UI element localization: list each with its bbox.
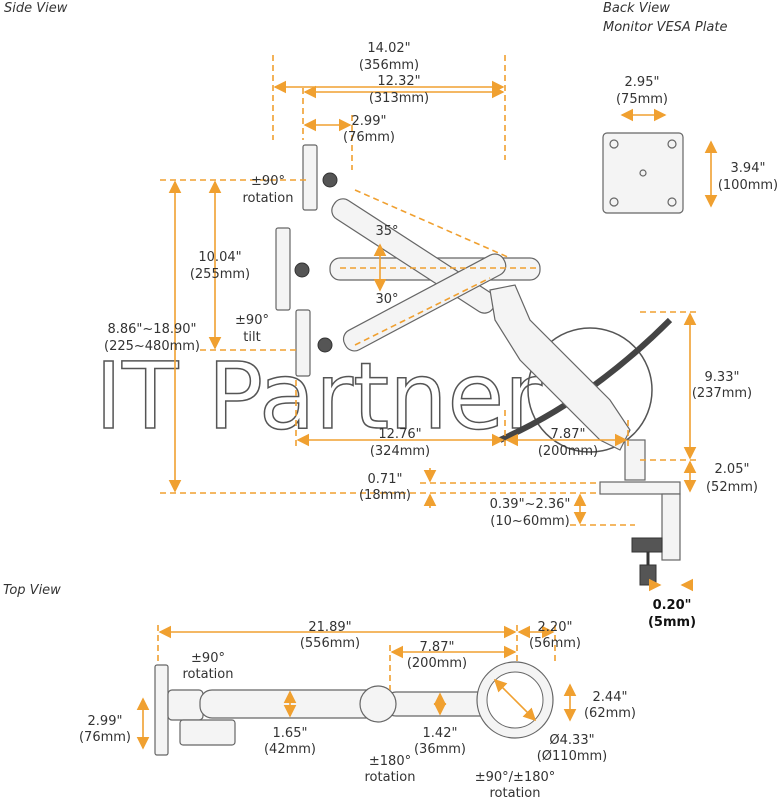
svg-text:rotation: rotation: [243, 191, 294, 206]
svg-text:rotation: rotation: [490, 786, 541, 800]
svg-text:(76mm): (76mm): [343, 130, 395, 145]
top-view-title: Top View: [3, 583, 61, 598]
svg-text:(56mm): (56mm): [529, 636, 581, 651]
svg-text:IT Partner: IT Partner: [95, 343, 542, 450]
back-view: Back View Monitor VESA Plate 2.95" (75mm…: [603, 1, 778, 193]
svg-text:(62mm): (62mm): [584, 706, 636, 721]
svg-text:2.44": 2.44": [593, 690, 628, 705]
top-view-labels: 21.89" (556mm) 2.20" (56mm) 7.87" (200mm…: [79, 620, 636, 800]
svg-text:Monitor VESA Plate: Monitor VESA Plate: [603, 20, 727, 35]
svg-text:(237mm): (237mm): [692, 386, 752, 401]
svg-text:Ø4.33": Ø4.33": [549, 733, 594, 748]
svg-text:2.20": 2.20": [538, 620, 573, 635]
svg-text:(200mm): (200mm): [407, 656, 467, 671]
svg-text:±90°/±180°: ±90°/±180°: [475, 770, 556, 785]
svg-text:7.87": 7.87": [420, 640, 455, 655]
svg-text:(324mm): (324mm): [370, 444, 430, 459]
svg-text:10.04": 10.04": [198, 250, 241, 265]
svg-text:(5mm): (5mm): [648, 615, 696, 630]
svg-text:9.33": 9.33": [705, 370, 740, 385]
svg-text:(200mm): (200mm): [538, 444, 598, 459]
top-view-dimension-lines: [136, 625, 577, 750]
svg-text:1.42": 1.42": [423, 726, 458, 741]
side-view-title: Side View: [4, 1, 68, 16]
svg-text:(255mm): (255mm): [190, 267, 250, 282]
svg-text:(356mm): (356mm): [359, 58, 419, 73]
svg-text:1.65": 1.65": [273, 726, 308, 741]
svg-text:21.89": 21.89": [308, 620, 351, 635]
svg-text:2.99": 2.99": [352, 114, 387, 129]
svg-text:(225~480mm): (225~480mm): [104, 339, 200, 354]
svg-text:3.94": 3.94": [731, 161, 766, 176]
svg-text:(36mm): (36mm): [414, 742, 466, 757]
svg-text:2.95": 2.95": [625, 75, 660, 90]
svg-text:rotation: rotation: [183, 667, 234, 682]
svg-text:12.32": 12.32": [377, 74, 420, 89]
svg-text:(76mm): (76mm): [79, 730, 131, 745]
svg-text:±90°: ±90°: [251, 174, 285, 189]
svg-text:0.71": 0.71": [368, 472, 403, 487]
svg-text:(52mm): (52mm): [706, 480, 758, 495]
svg-text:rotation: rotation: [365, 770, 416, 785]
svg-text:(10~60mm): (10~60mm): [490, 514, 569, 529]
svg-text:(313mm): (313mm): [369, 91, 429, 106]
svg-text:8.86"~18.90": 8.86"~18.90": [107, 322, 196, 337]
svg-text:tilt: tilt: [243, 330, 260, 345]
svg-text:±180°: ±180°: [369, 754, 411, 769]
svg-text:7.87": 7.87": [551, 427, 586, 442]
side-view-dimension-lines: [160, 55, 718, 592]
svg-text:(18mm): (18mm): [359, 488, 411, 503]
svg-text:(42mm): (42mm): [264, 742, 316, 757]
svg-text:2.99": 2.99": [88, 714, 123, 729]
svg-text:14.02": 14.02": [367, 41, 410, 56]
svg-text:±90°: ±90°: [191, 651, 225, 666]
svg-text:±90°: ±90°: [235, 313, 269, 328]
svg-text:12.76": 12.76": [378, 427, 421, 442]
svg-text:0.20": 0.20": [653, 598, 692, 613]
svg-text:30°: 30°: [375, 292, 398, 307]
svg-text:(556mm): (556mm): [300, 636, 360, 651]
svg-text:Back View: Back View: [603, 1, 670, 16]
svg-text:2.05": 2.05": [715, 462, 750, 477]
side-view-labels: 14.02" (356mm) 12.32" (313mm) 2.99" (76m…: [104, 41, 758, 630]
svg-text:35°: 35°: [375, 224, 398, 239]
svg-text:(Ø110mm): (Ø110mm): [537, 749, 608, 764]
svg-text:0.39"~2.36": 0.39"~2.36": [490, 497, 571, 512]
svg-text:(75mm): (75mm): [616, 92, 668, 107]
svg-text:(100mm): (100mm): [718, 178, 778, 193]
